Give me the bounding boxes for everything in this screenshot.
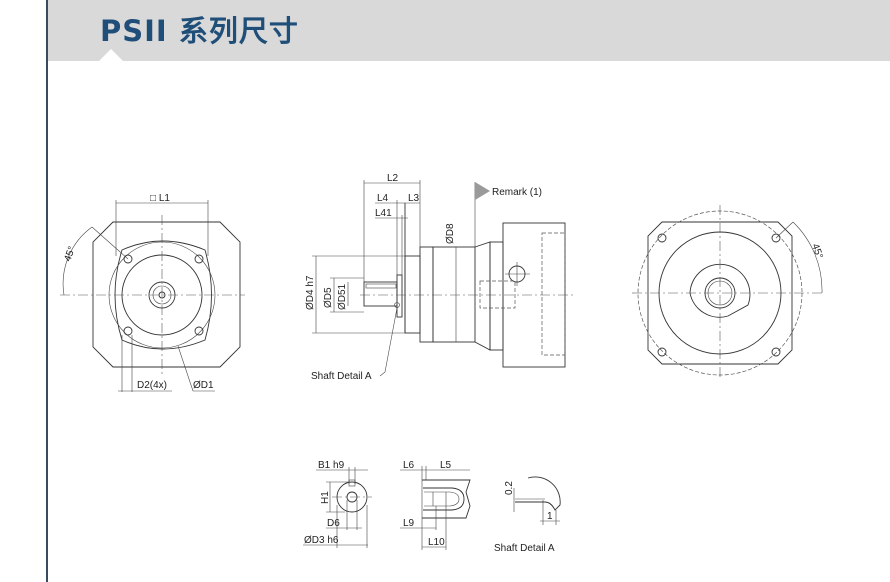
- l5-label: L5: [440, 460, 452, 471]
- rear-view: 45°: [632, 205, 825, 380]
- one-label: 1: [547, 511, 553, 522]
- d2-label: D2(4x): [137, 380, 167, 391]
- l3-label: L3: [408, 193, 420, 204]
- h1-label: H1: [320, 491, 331, 504]
- d4-label: ØD4 h7: [305, 275, 316, 310]
- front-view: □ L1 D2(4x) ØD1 45°: [60, 193, 245, 392]
- shaft-detail-caption: Shaft Detail A: [494, 543, 555, 554]
- b1-label: B1 h9: [318, 460, 345, 471]
- bolt-holes: [123, 254, 204, 336]
- angle-label-front: 45°: [62, 245, 78, 263]
- page-title: PSII 系列尺寸: [100, 14, 299, 48]
- d6-label: D6: [327, 518, 340, 529]
- d1-label: ØD1: [193, 380, 214, 391]
- r02-label: 0.2: [504, 481, 515, 495]
- left-border-line: [46, 0, 48, 582]
- l41-label: L41: [375, 208, 392, 219]
- shaft-detail-label: Shaft Detail A: [311, 371, 372, 382]
- l2-label: L2: [387, 173, 399, 184]
- header-band: [47, 0, 890, 61]
- d8-label: ØD8: [445, 223, 456, 244]
- d51-label: ØD51: [337, 283, 348, 310]
- header-notch: [99, 49, 123, 61]
- shaft-section-detail: L6 L5 L9 L10: [400, 460, 471, 550]
- d3-label: ØD3 h6: [304, 535, 339, 546]
- l4-label: L4: [377, 193, 389, 204]
- angle-label-rear: 45°: [809, 242, 825, 260]
- shaft-detail-a: 0.2 1 Shaft Detail A: [494, 476, 561, 554]
- l10-label: L10: [428, 537, 445, 548]
- remark-label: Remark (1): [492, 187, 542, 198]
- remark-flag-icon: [475, 182, 490, 200]
- bolt-holes-rear: [657, 233, 781, 357]
- l1-label: □ L1: [150, 193, 170, 204]
- l6-label: L6: [403, 460, 415, 471]
- l9-label: L9: [403, 518, 415, 529]
- d5-label: ØD5: [323, 287, 334, 308]
- shaft-end-detail: B1 h9 H1 D6 ØD3 h6: [303, 460, 372, 548]
- side-view: L2 L4 L3 L41 ØD4 h7 ØD5 ØD51 ØD8 Remark …: [305, 173, 575, 382]
